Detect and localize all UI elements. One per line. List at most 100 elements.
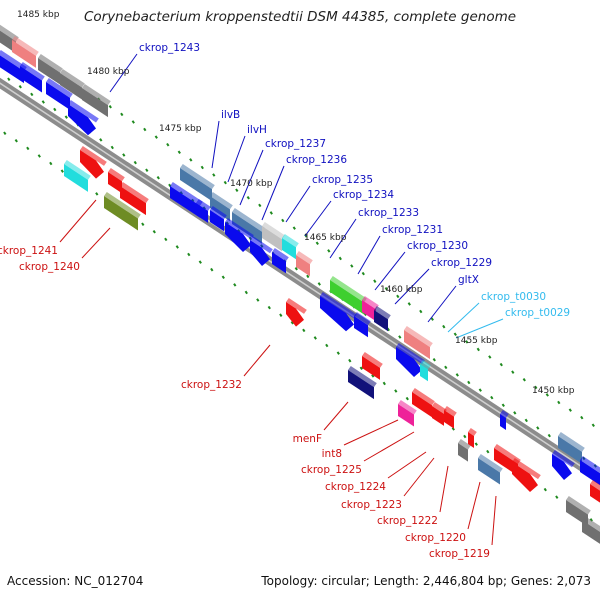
gene-feature — [80, 150, 104, 179]
leader-line — [239, 149, 264, 206]
leader-line — [329, 218, 357, 259]
tick-mark — [524, 418, 528, 423]
tick-mark — [327, 249, 331, 253]
gene-feature-top — [250, 236, 273, 254]
gene-feature-top — [398, 400, 417, 415]
tick-mark — [235, 188, 239, 192]
gene-feature-top — [196, 199, 211, 211]
gene-label-top: ilvH — [247, 124, 267, 136]
leader-line — [427, 285, 457, 323]
gene-feature-top — [412, 388, 435, 406]
leader-line — [439, 465, 449, 513]
gene-feature — [120, 186, 146, 216]
gene-feature — [362, 300, 376, 322]
scale-label: 1455 kbp — [455, 336, 498, 346]
gene-feature-top — [64, 160, 91, 180]
tick-mark — [547, 433, 551, 438]
leader-line — [343, 419, 399, 446]
gene-feature-top — [46, 78, 73, 98]
tick-mark — [187, 252, 191, 257]
tick-mark — [95, 192, 99, 196]
gene-feature-top — [225, 218, 254, 240]
tick-mark — [513, 411, 517, 415]
tick-mark — [267, 305, 271, 310]
gene-label-bottom: menF — [293, 433, 322, 445]
tick-mark — [511, 370, 515, 374]
tick-mark — [463, 434, 467, 439]
gene-label-top: ckrop_t0029 — [505, 307, 570, 319]
tick-mark — [451, 427, 455, 431]
gene-feature — [0, 55, 24, 84]
tick-mark — [37, 154, 41, 158]
gene-feature — [262, 226, 282, 252]
tick-mark — [279, 313, 283, 317]
tick-mark — [18, 85, 22, 89]
tick-mark — [348, 358, 352, 363]
gene-label-top: gltX — [458, 274, 479, 286]
leader-line — [285, 185, 311, 223]
gene-feature-top — [468, 428, 477, 436]
tick-mark — [108, 105, 112, 109]
tick-mark — [317, 282, 321, 286]
scale-label: 1450 kbp — [532, 386, 575, 396]
gene-feature — [404, 330, 430, 360]
gene-feature — [286, 302, 304, 327]
gene-feature-top — [68, 100, 99, 123]
tick-mark — [591, 423, 595, 428]
tick-mark — [419, 309, 423, 314]
tick-mark — [302, 328, 306, 333]
tick-row-outer — [97, 97, 595, 428]
gene-feature-top — [558, 432, 585, 452]
gene-feature-top — [180, 164, 215, 190]
tick-mark — [294, 267, 298, 271]
leader-line — [323, 401, 349, 431]
gene-feature — [20, 66, 42, 93]
leader-line — [81, 227, 111, 259]
tick-mark — [26, 146, 30, 151]
gene-feature-top — [566, 496, 591, 515]
gene-feature — [225, 222, 251, 252]
gene-label-top: ckrop_t0030 — [481, 291, 546, 303]
gene-feature-top — [354, 312, 371, 326]
gene-feature-top — [272, 248, 289, 262]
tick-mark — [49, 161, 53, 166]
gene-label-bottom: int8 — [322, 448, 342, 460]
gene-feature — [320, 296, 354, 332]
gene-feature-top — [210, 206, 227, 220]
gene-feature — [500, 414, 506, 430]
gene-feature — [12, 40, 36, 68]
gene-feature — [580, 460, 600, 486]
scale-label: 1480 kbp — [87, 67, 130, 77]
gene-features[interactable] — [0, 24, 600, 545]
tick-mark — [534, 385, 538, 390]
gene-feature-top — [330, 276, 367, 303]
tick-mark — [373, 279, 377, 283]
tick-mark — [543, 487, 547, 492]
gene-label-bottom: ckrop_1240 — [19, 261, 80, 273]
leader-line — [394, 268, 430, 305]
gene-feature — [104, 196, 138, 231]
gene-feature-top — [500, 410, 509, 418]
gene-feature-top — [396, 343, 425, 365]
tick-mark — [221, 275, 225, 280]
tick-mark — [3, 131, 7, 135]
leader-line — [304, 200, 332, 237]
gene-feature — [458, 443, 468, 462]
tick-mark — [306, 274, 310, 279]
gene-feature-top — [60, 69, 85, 88]
gene-feature-top — [420, 360, 431, 370]
gene-feature — [232, 212, 262, 244]
tick-mark — [154, 135, 158, 139]
leader-line — [387, 451, 427, 479]
tick-mark — [467, 380, 471, 385]
leader-line — [211, 120, 220, 169]
gene-label-bottom: ckrop_1225 — [301, 464, 362, 476]
gene-label-top: ckrop_1233 — [358, 207, 419, 219]
tick-mark — [198, 260, 202, 264]
gene-feature — [420, 364, 428, 382]
gene-feature-top — [20, 62, 45, 81]
gene-label-bottom: ckrop_1224 — [325, 481, 386, 493]
scale-label: 1470 kbp — [230, 179, 273, 189]
